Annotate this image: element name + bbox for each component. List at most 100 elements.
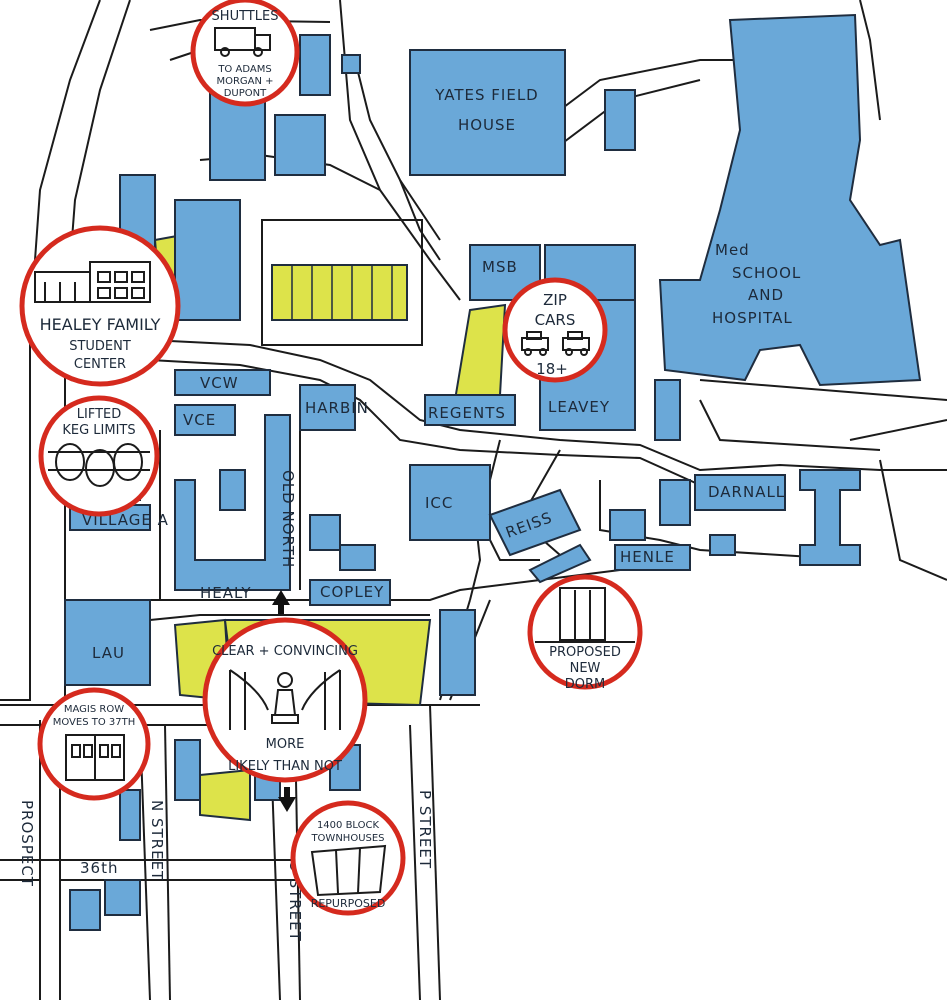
label-yates-2: HOUSE — [458, 116, 516, 134]
zip-line-1: ZIP — [543, 291, 567, 309]
label-leavey: LEAVEY — [548, 398, 610, 416]
shuttles-line-3: DUPONT — [224, 88, 267, 99]
badge-magis-row[interactable]: MAGIS ROW MOVES TO 37TH — [37, 687, 151, 801]
label-med-4: HOSPITAL — [712, 309, 793, 327]
building-near-healey — [174, 199, 241, 321]
building-east-small — [604, 89, 636, 151]
building-healy-lawn-east — [439, 609, 476, 696]
regents-lawn — [453, 303, 507, 402]
badge-healey-center[interactable]: HEALEY FAMILY STUDENT CENTER — [19, 225, 181, 387]
small-green — [199, 768, 251, 822]
med-school-hospital — [658, 13, 922, 387]
badge-shuttles[interactable]: SHUTTLES TO ADAMS MORGAN + DUPONT — [190, 0, 300, 107]
label-vce: VCE — [183, 411, 216, 429]
building-darnall-south — [709, 534, 736, 556]
zip-line-2: CARS — [535, 311, 576, 329]
shuttles-line-2: MORGAN + — [216, 76, 273, 87]
standard-top: CLEAR + CONVINCING — [212, 644, 358, 659]
arrows — [272, 590, 296, 812]
keg-line-2: KEG LIMITS — [62, 423, 135, 438]
townhouses-line-3: REPURPOSED — [311, 897, 386, 910]
street-labels: PROSPECT N STREET O STREET P STREET 36th — [18, 790, 434, 942]
building-sw-1 — [69, 889, 101, 931]
statue-gate-icon — [229, 669, 341, 730]
building-north-4 — [341, 54, 361, 74]
building-healy-inner — [219, 469, 246, 511]
building-sw-2 — [104, 879, 141, 916]
building-copley-north — [309, 514, 341, 551]
badge-zip-cars[interactable]: ZIP CARS 18+ — [502, 277, 608, 383]
football-field — [271, 264, 408, 321]
darnall-east-wing — [799, 469, 861, 566]
badge-standard-of-proof[interactable]: CLEAR + CONVINCING MORE LIKELY THAN NOT — [202, 617, 368, 783]
student-center-building-icon — [34, 261, 151, 303]
street-prospect: PROSPECT — [18, 800, 36, 887]
building-north-3 — [299, 34, 331, 96]
icc — [409, 464, 491, 541]
building-north-2 — [274, 114, 326, 176]
dorm-line-1: PROPOSED — [549, 645, 621, 660]
cars-icon — [521, 331, 590, 356]
healy-complex — [174, 414, 291, 591]
building-copley-mid — [339, 544, 376, 571]
magis-line-2: MOVES TO 37TH — [53, 717, 136, 728]
reiss — [488, 488, 582, 557]
shuttles-title: SHUTTLES — [212, 9, 279, 24]
lau — [64, 599, 151, 686]
building-henle-west — [609, 509, 646, 541]
label-med-3: AND — [748, 286, 784, 304]
label-icc: ICC — [425, 494, 453, 512]
keg-line-1: LIFTED — [77, 407, 122, 422]
label-darnall: DARNALL — [708, 483, 785, 501]
dorm-line-3: DORM — [565, 677, 606, 692]
label-vcw: VCW — [200, 374, 239, 392]
label-msb: MSB — [482, 258, 518, 276]
building-henle-mid — [659, 479, 691, 526]
standard-middle: MORE — [266, 737, 305, 752]
regents — [424, 394, 516, 426]
street-36th: 36th — [80, 859, 118, 877]
label-copley: COPLEY — [320, 583, 384, 601]
rowhouse-icon — [65, 734, 125, 781]
label-lau: LAU — [92, 644, 125, 662]
label-yates-1: YATES FIELD — [434, 86, 538, 104]
badge-proposed-dorm[interactable]: PROPOSED NEW DORM — [527, 574, 643, 692]
townhouses-line-1: 1400 BLOCK — [317, 820, 380, 831]
badge-keg-limits[interactable]: LIFTED KEG LIMITS — [38, 395, 160, 517]
label-med-2: SCHOOL — [732, 264, 801, 282]
vce — [174, 404, 236, 436]
street-n: N STREET — [148, 800, 166, 881]
label-healy: HEALY — [200, 584, 252, 602]
arrow-down-icon — [278, 797, 296, 812]
magis-line-1: MAGIS ROW — [64, 704, 124, 715]
building-leavey-east — [654, 379, 681, 441]
townhouses-icon — [310, 844, 387, 897]
darnall — [694, 474, 786, 511]
zip-line-3: 18+ — [536, 360, 568, 378]
building-south-1 — [174, 739, 201, 801]
label-henle: HENLE — [620, 548, 675, 566]
dorm-building-icon — [535, 587, 635, 643]
shuttle-bus-icon — [214, 27, 271, 57]
shuttles-line-1: TO ADAMS — [217, 64, 271, 75]
healey-line-2: STUDENT — [69, 339, 131, 354]
arrow-up-icon — [272, 590, 290, 605]
street-p: P STREET — [416, 790, 434, 869]
building-labels: YATES FIELD HOUSE Med SCHOOL AND HOSPITA… — [82, 86, 801, 662]
yates-field-house — [409, 49, 566, 176]
label-old-north: OLD NORTH — [279, 470, 297, 568]
henle — [614, 544, 691, 571]
standard-bottom: LIKELY THAN NOT — [228, 759, 342, 774]
healey-line-1: HEALEY FAMILY — [40, 315, 161, 334]
dorm-line-2: NEW — [570, 661, 601, 676]
kegs-icon — [48, 443, 150, 487]
badge-townhouses[interactable]: 1400 BLOCK TOWNHOUSES REPURPOSED — [290, 800, 406, 916]
healey-line-3: CENTER — [74, 357, 126, 372]
vcw — [174, 369, 271, 396]
building-sw-3 — [119, 789, 141, 841]
building-reiss-south — [528, 543, 592, 584]
harbin — [299, 384, 356, 431]
copley — [309, 579, 391, 606]
